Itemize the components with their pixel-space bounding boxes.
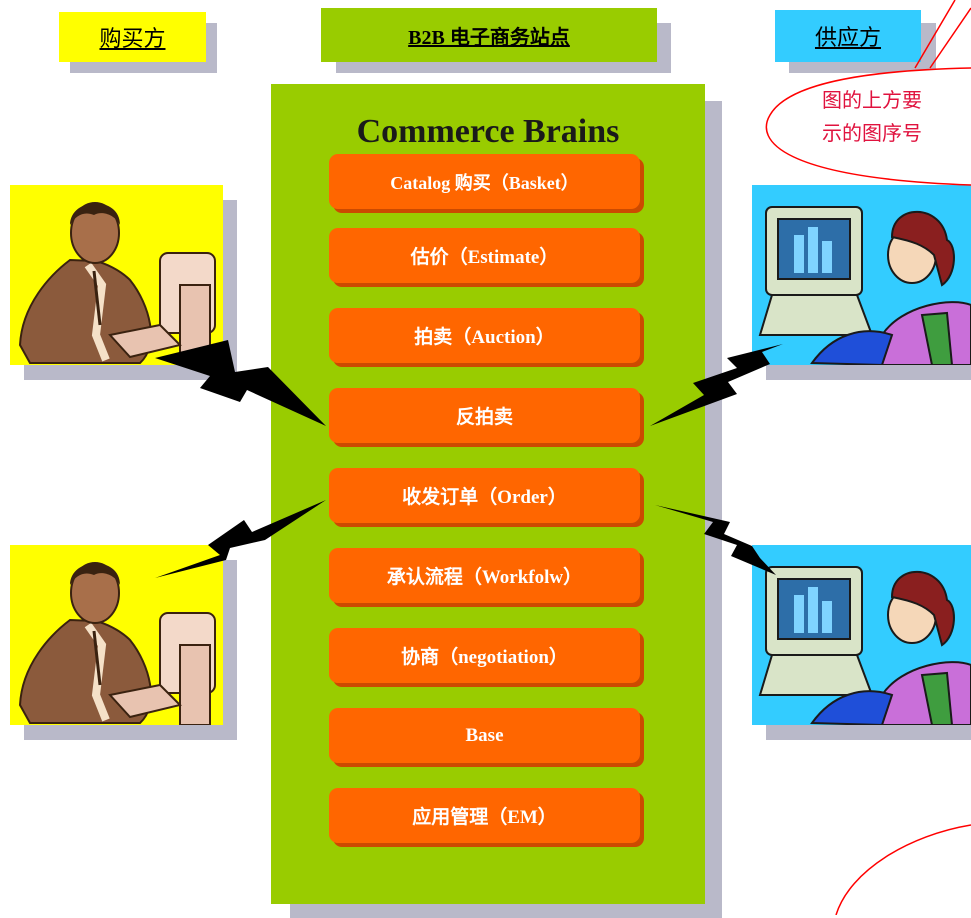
- panel-title: Commerce Brains: [356, 113, 620, 150]
- callout-line-2: 示的图序号: [822, 121, 922, 145]
- module-base: Base: [329, 708, 640, 763]
- lightning-bolt-icon: [655, 505, 776, 575]
- supplier-label: 供应方: [775, 10, 921, 62]
- module-em: 应用管理（EM）: [329, 788, 640, 843]
- module-workflow: 承认流程（Workfolw）: [329, 548, 640, 603]
- module-auction: 拍卖（Auction）: [329, 308, 640, 363]
- lightning-bolt-icon: [155, 500, 326, 578]
- site-label: B2B 电子商务站点: [321, 8, 657, 62]
- callout-pointer: [914, 0, 956, 69]
- supplier-1-woman-icon: [752, 185, 971, 367]
- module-negotiation: 协商（negotiation）: [329, 628, 640, 683]
- module-reverse-auction: 反拍卖: [329, 388, 640, 443]
- module-catalog: Catalog 购买（Basket）: [329, 154, 640, 209]
- buyer-2-businessman-icon: [10, 545, 223, 726]
- supplier-2-woman-icon: [752, 545, 971, 727]
- module-estimate: 估价（Estimate）: [329, 228, 640, 283]
- callout-bubble: [765, 67, 971, 186]
- callout-line-1: 图的上方要: [822, 88, 922, 112]
- callout-text: 图的上方要 示的图序号: [822, 84, 922, 150]
- buyer-label: 购买方: [59, 12, 206, 62]
- lightning-bolt-icon: [155, 340, 326, 426]
- buyer-1-businessman-icon: [10, 185, 223, 366]
- callout-bubble-bottom: [835, 824, 971, 915]
- lightning-bolt-icon: [650, 344, 783, 426]
- module-order: 收发订单（Order）: [329, 468, 640, 523]
